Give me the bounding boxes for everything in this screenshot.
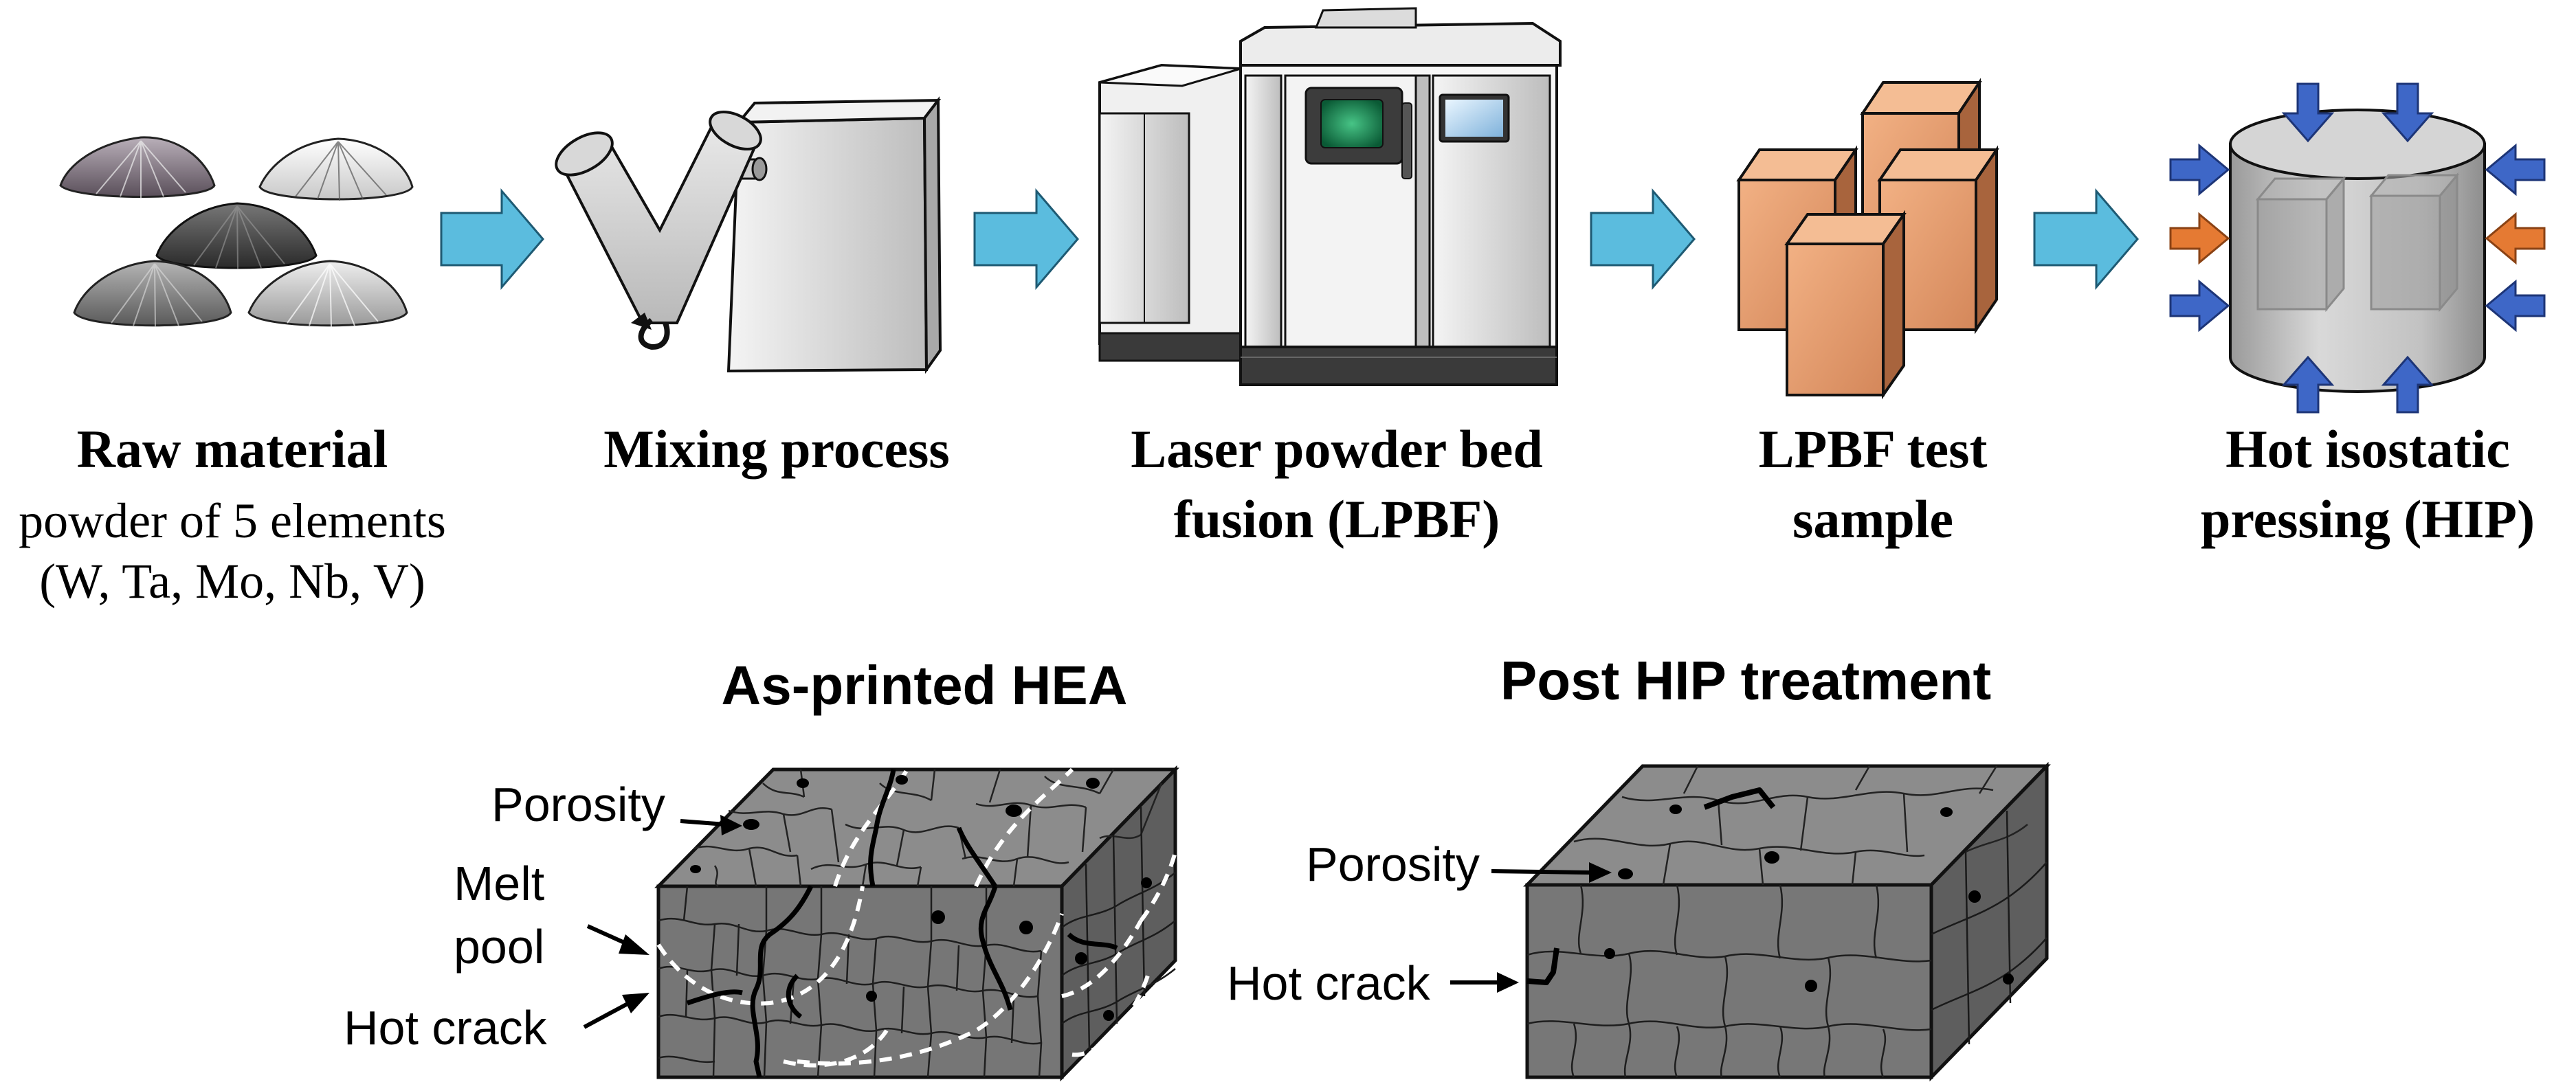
step-title: Mixing process — [603, 419, 949, 479]
as-printed-title: As-printed HEA — [721, 655, 1127, 716]
heat-arrow-icon — [2169, 212, 2230, 265]
v-blender-illustration — [555, 96, 942, 374]
pores — [1604, 805, 2014, 992]
hip-vessel-illustration — [2229, 109, 2486, 393]
pressure-arrow-icon — [2485, 143, 2546, 196]
step-title: Raw material — [77, 419, 388, 479]
porosity-pointer-arrow — [680, 815, 742, 835]
lpbf-machine-illustration — [1098, 7, 1562, 386]
step-title: Laser powder bed — [1131, 419, 1543, 479]
step-title: Hot isostatic — [2225, 419, 2510, 479]
cube-front-face — [1525, 883, 1933, 1079]
post-hip-microstructure-cube: Porosity Hot crack — [1227, 761, 2051, 1082]
step-mixing-label: Mixing process — [603, 419, 949, 479]
sample-block — [1784, 210, 1907, 400]
porosity-pointer-arrow — [1491, 862, 1612, 883]
powder-pile-grey — [73, 260, 232, 328]
as-printed-microstructure-cube: Porosity Melt pool Hot crack — [344, 765, 1179, 1082]
step-lpbf-label: Laser powder bed fusion (LPBF) — [1131, 419, 1543, 549]
hot-crack-label: Hot crack — [1227, 956, 1431, 1010]
pressure-arrow-icon — [2169, 143, 2230, 196]
powder-pile-dark — [155, 202, 318, 270]
post-hip-title: Post HIP treatment — [1500, 650, 1991, 711]
pores — [690, 775, 1152, 1021]
pressure-arrow-icon — [2169, 279, 2230, 333]
raw-powder-illustration — [59, 136, 414, 328]
cube-side-face — [1929, 761, 2049, 1082]
pressure-arrow-icon — [2381, 82, 2434, 143]
flow-arrow-1 — [440, 188, 544, 291]
hip-pressure-arrows — [2169, 82, 2546, 414]
step-title: fusion (LPBF) — [1174, 489, 1500, 549]
flow-arrow-2 — [973, 188, 1079, 291]
powder-pile-white — [258, 137, 414, 201]
test-sample-blocks-illustration — [1736, 78, 1999, 400]
step-title: pressing (HIP) — [2201, 489, 2535, 549]
step-subtitle: (W, Ta, Mo, Nb, V) — [39, 554, 425, 609]
heat-arrow-icon — [2485, 212, 2546, 265]
step-raw-material-label: Raw material powder of 5 elements (W, Ta… — [19, 419, 446, 609]
hot-crack-label: Hot crack — [344, 1001, 548, 1055]
hot-cracks — [686, 769, 1118, 1078]
pressure-arrow-icon — [2281, 355, 2335, 414]
porosity-label: Porosity — [1306, 837, 1480, 891]
powder-pile-mauve — [59, 136, 216, 199]
step-hip-label: Hot isostatic pressing (HIP) — [2201, 419, 2535, 549]
hot-crack-pointer-arrow — [583, 993, 649, 1029]
cube-side-face — [1060, 765, 1177, 1082]
melt-pool-label-line2: pool — [454, 920, 544, 974]
residual-hot-cracks — [1526, 787, 1776, 985]
melt-pool-label-line1: Melt — [454, 857, 544, 910]
pressure-arrow-icon — [2381, 355, 2434, 414]
step-test-sample-label: LPBF test sample — [1759, 419, 1988, 549]
rotation-arrow-icon — [631, 313, 670, 350]
step-title: LPBF test — [1759, 419, 1988, 479]
flow-arrow-3 — [1590, 188, 1696, 291]
melt-pool-pointer-arrow — [586, 924, 649, 955]
flow-arrow-4 — [2033, 188, 2139, 291]
pressure-arrow-icon — [2485, 279, 2546, 333]
hot-crack-pointer-arrow — [1450, 972, 1519, 993]
powder-pile-pale — [247, 260, 408, 328]
porosity-label: Porosity — [491, 778, 665, 831]
melt-pool-boundaries — [656, 767, 1177, 1068]
pressure-arrow-icon — [2281, 82, 2335, 143]
step-subtitle: powder of 5 elements — [19, 493, 446, 548]
step-title: sample — [1792, 489, 1953, 549]
